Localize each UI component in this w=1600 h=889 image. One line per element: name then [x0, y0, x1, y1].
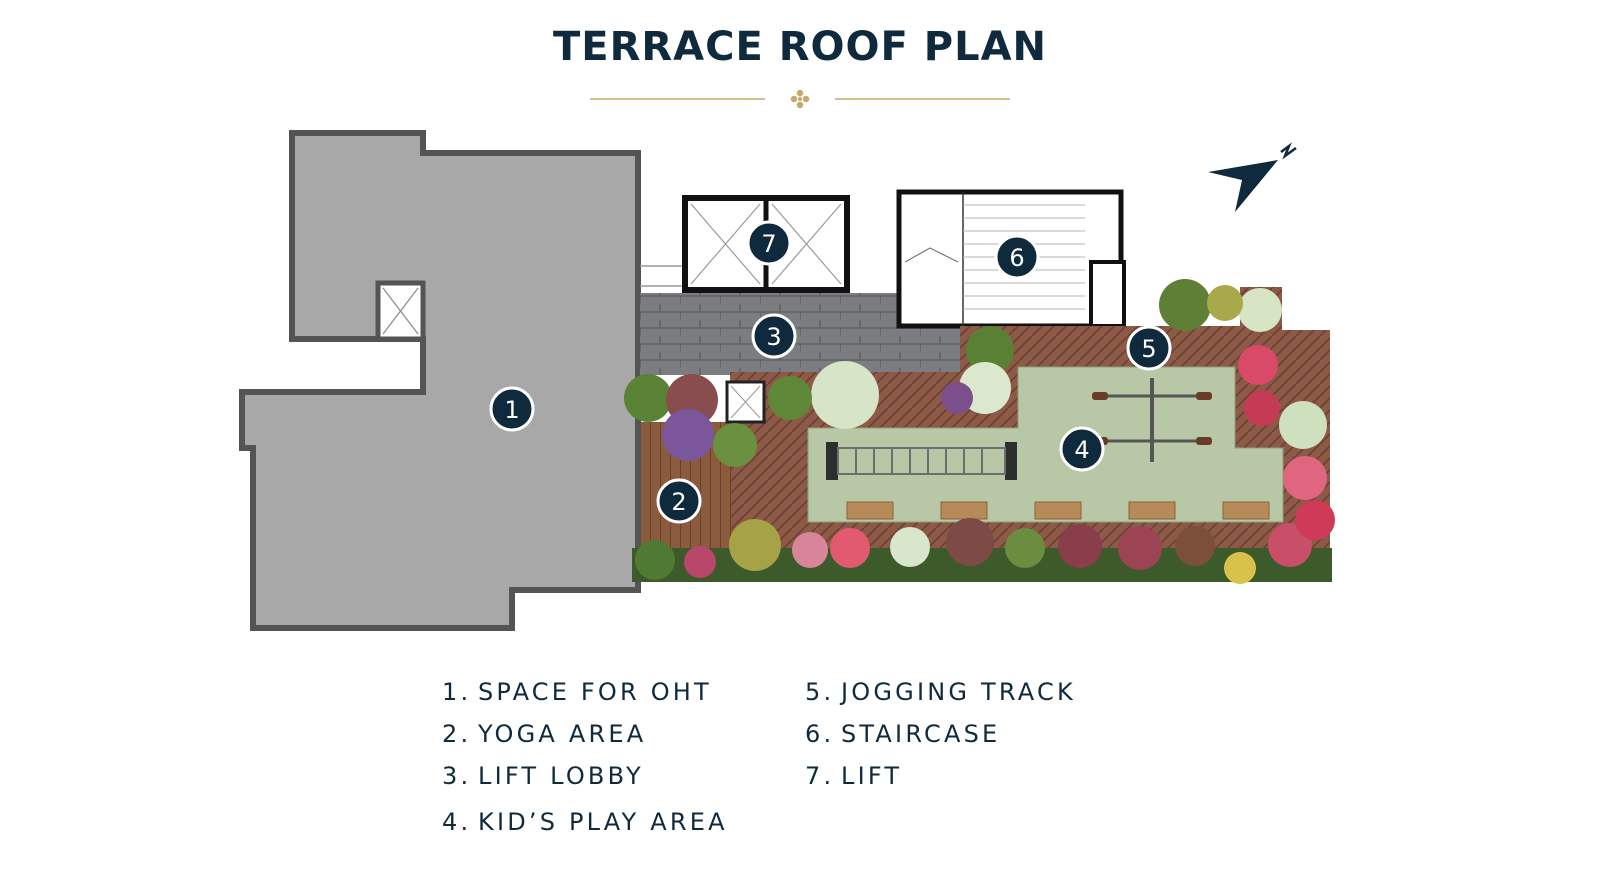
legend-text: SPACE FOR OHT: [478, 678, 712, 706]
marker-4: 4: [1059, 426, 1105, 472]
legend-number: 6.: [805, 720, 835, 748]
legend-number: 7.: [805, 762, 835, 790]
legend-text: JOGGING TRACK: [841, 678, 1076, 706]
legend-text: STAIRCASE: [841, 720, 1001, 748]
seesaw-equipment: [1092, 378, 1212, 462]
page-title: TERRACE ROOF PLAN: [552, 24, 1048, 70]
north-arrow: [1208, 142, 1297, 212]
legend-number: 1.: [442, 678, 472, 706]
title-ornament: [590, 89, 1010, 109]
legend-item-7: 7.LIFT: [805, 762, 902, 790]
legend-number: 2.: [442, 720, 472, 748]
marker-2: 2: [656, 478, 702, 524]
legend-item-1: 1.SPACE FOR OHT: [442, 678, 712, 706]
kids-play-lawn: [807, 366, 1284, 523]
legend-item-5: 5.JOGGING TRACK: [805, 678, 1076, 706]
marker-label: 2: [671, 488, 686, 516]
marker-label: 7: [761, 230, 776, 258]
legend-item-6: 6.STAIRCASE: [805, 720, 1000, 748]
marker-label: 4: [1074, 436, 1089, 464]
legend-text: LIFT LOBBY: [478, 762, 644, 790]
legend-number: 5.: [805, 678, 835, 706]
marker-label: 6: [1009, 244, 1024, 272]
marker-6: 6: [994, 234, 1040, 280]
marker-label: 3: [766, 323, 781, 351]
benches: [846, 501, 1270, 520]
legend-number: 4.: [442, 808, 472, 836]
marker-7: 7: [746, 220, 792, 266]
legend-text: KID’S PLAY AREA: [478, 808, 728, 836]
marker-5: 5: [1126, 325, 1172, 371]
legend-text: YOGA AREA: [478, 720, 647, 748]
legend-item-3: 3.LIFT LOBBY: [442, 762, 644, 790]
marker-label: 5: [1141, 335, 1156, 363]
marker-1: 1: [489, 386, 535, 432]
planting-beds: [624, 279, 1335, 584]
legend-item-2: 2.YOGA AREA: [442, 720, 646, 748]
legend-item-4: 4.KID’S PLAY AREA: [442, 808, 728, 836]
marker-label: 1: [504, 396, 519, 424]
legend-number: 3.: [442, 762, 472, 790]
legend-text: LIFT: [841, 762, 903, 790]
ladder-equipment: [826, 442, 1017, 480]
marker-3: 3: [751, 313, 797, 359]
oht-space-area: [239, 130, 641, 631]
